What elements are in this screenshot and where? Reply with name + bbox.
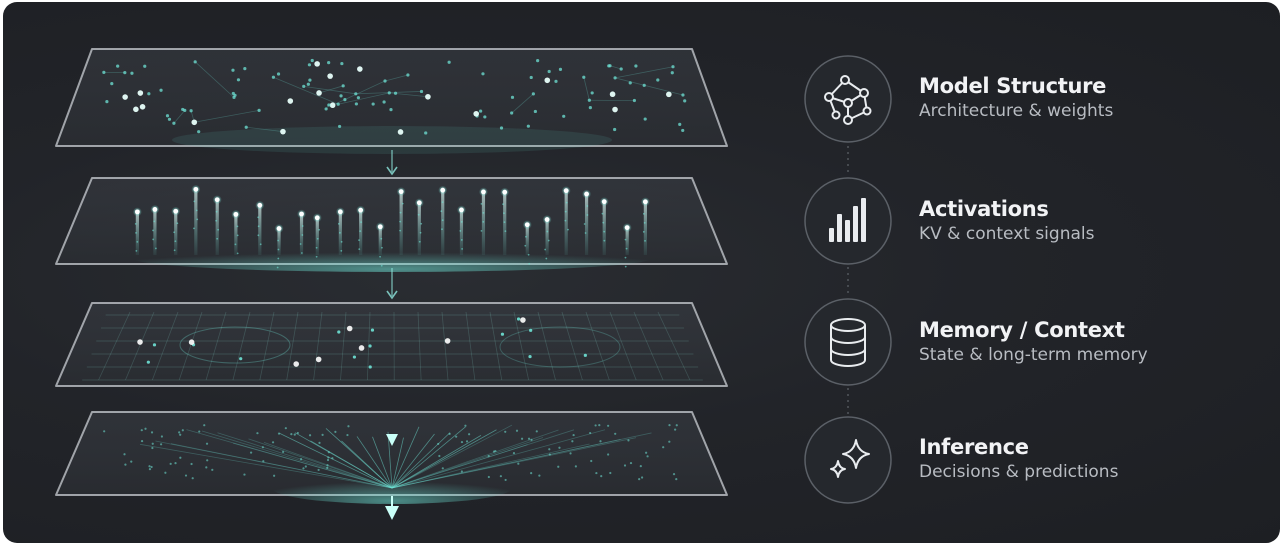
layer-label-memory-context: Memory / Context State & long-term memor… (919, 317, 1148, 367)
plate-inference (55, 411, 728, 504)
inference-convergence (103, 424, 678, 489)
activation-bars (132, 184, 650, 269)
layer-connectors (731, 98, 800, 461)
layer-label-inference: Inference Decisions & predictions (919, 434, 1118, 484)
layer-title: Model Structure (919, 74, 1107, 98)
layer-label-activations: Activations KV & context signals (919, 196, 1094, 246)
bar-chart-icon (829, 198, 866, 242)
layer-title: Activations (919, 197, 1049, 221)
layer-subtitle: Architecture & weights (919, 101, 1114, 121)
layer-subtitle: Decisions & predictions (919, 462, 1119, 482)
database-icon (830, 318, 866, 367)
memory-grid (82, 311, 703, 381)
network-graph-icon (824, 75, 872, 125)
layer-title: Memory / Context (919, 318, 1125, 342)
network-nodes (102, 58, 687, 135)
plate-activations (55, 177, 728, 272)
layer-label-model-structure: Model Structure Architecture & weights (919, 73, 1113, 123)
layer-subtitle: KV & context signals (919, 224, 1095, 244)
flow-arrows (385, 150, 399, 520)
sparkle-icon (830, 439, 870, 478)
layer-title: Inference (919, 435, 1029, 459)
plate-memory (55, 302, 728, 387)
plate-model-structure (55, 48, 728, 154)
layer-subtitle: State & long-term memory (919, 345, 1148, 365)
